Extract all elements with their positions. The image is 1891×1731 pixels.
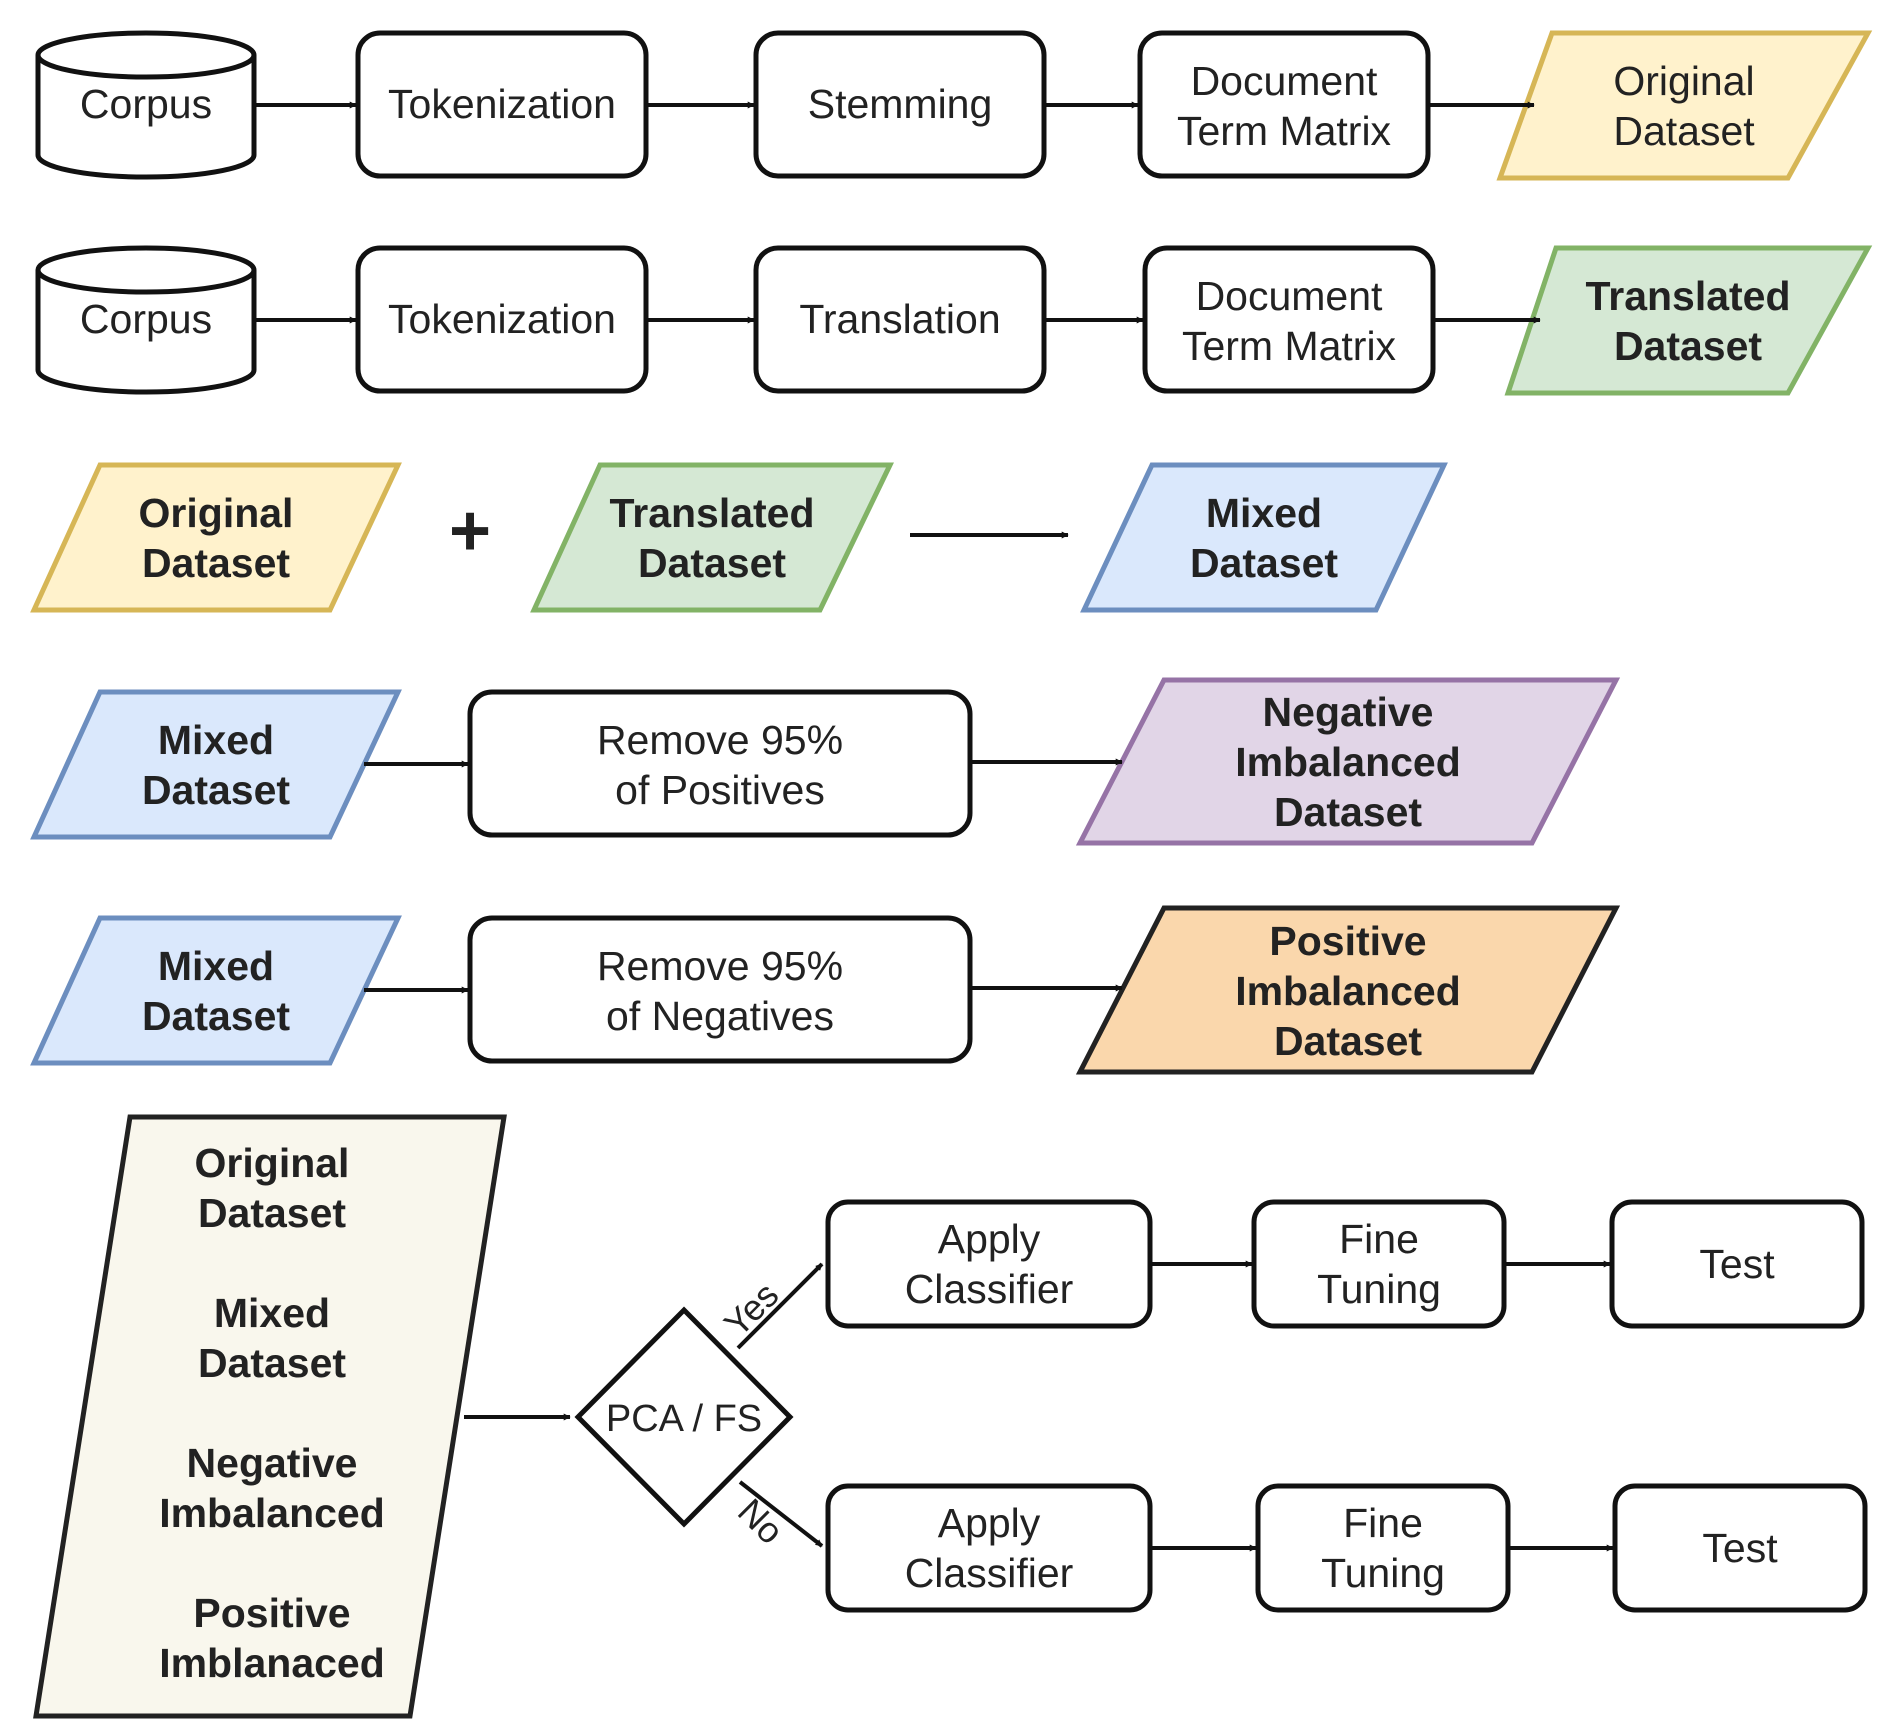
row5-process-box xyxy=(467,915,973,1064)
row1-dtm-line2: Term Matrix xyxy=(1177,108,1392,154)
row4-process-line1: Remove 95% xyxy=(597,717,843,763)
row2-dtm-line1: Document xyxy=(1196,273,1383,319)
row6-no-tuning-line1: Fine xyxy=(1343,1500,1423,1546)
row6-dataset4-line1: Positive xyxy=(193,1590,350,1636)
row3-translated-dataset-shape xyxy=(530,462,894,613)
row6-no-test-box xyxy=(1612,1483,1868,1613)
row5-positive-imbalanced-shape xyxy=(1075,905,1621,1075)
row2-output-line2: Dataset xyxy=(1614,323,1762,369)
row3-output-line1: Mixed xyxy=(1206,490,1322,536)
row5-process-line2: of Negatives xyxy=(606,993,834,1039)
row4-negative-imbalanced-shape xyxy=(1075,677,1621,846)
row6-no-classifier-line1: Apply xyxy=(938,1500,1041,1546)
row2-translated-dataset-shape xyxy=(1504,245,1873,396)
row1-original-dataset-shape xyxy=(1496,30,1873,181)
row6-decision-label: PCA / FS xyxy=(606,1398,762,1440)
row2-output-line1: Translated xyxy=(1585,273,1790,319)
row3-input-b-line2: Dataset xyxy=(638,540,786,586)
row2-dtm-line2: Term Matrix xyxy=(1182,323,1397,369)
row1-corpus-label: Corpus xyxy=(80,81,212,127)
row6-no-classifier-line2: Classifier xyxy=(905,1550,1074,1596)
row6-yes-test-box xyxy=(1609,1199,1865,1329)
row4-input-line2: Dataset xyxy=(142,767,290,813)
row6-no-edge xyxy=(738,1480,824,1548)
row6-dataset1-line2: Dataset xyxy=(198,1190,346,1236)
row1-tokenization-label: Tokenization xyxy=(388,81,616,127)
row6-dataset2-line2: Dataset xyxy=(198,1340,346,1386)
row2-corpus: Corpus xyxy=(35,245,257,395)
row6-dataset3-line2: Imbalanced xyxy=(159,1490,385,1536)
row4-mixed-dataset-shape xyxy=(30,689,402,840)
row2-dtm-box xyxy=(1142,245,1436,394)
row4-process-box xyxy=(467,689,973,838)
row1-stemming-label: Stemming xyxy=(808,81,993,127)
row6-dataset1-line1: Original xyxy=(195,1140,350,1186)
row2-translation-label: Translation xyxy=(799,296,1000,342)
row4-output-line3: Dataset xyxy=(1274,789,1422,835)
row6-yes-classifier-line1: Apply xyxy=(938,1216,1041,1262)
row3-plus-sign: + xyxy=(449,491,491,571)
row2-tokenization-label: Tokenization xyxy=(388,296,616,342)
row1-output-line2: Dataset xyxy=(1613,108,1755,154)
row6-yes-tuning-line1: Fine xyxy=(1339,1216,1419,1262)
row3-input-a-line1: Original xyxy=(139,490,294,536)
row6-yes-edge xyxy=(736,1262,824,1350)
row4-input-line1: Mixed xyxy=(158,717,274,763)
row3-mixed-dataset-shape xyxy=(1080,462,1448,613)
row6-dataset3-line1: Negative xyxy=(187,1440,358,1486)
row5-output-line1: Positive xyxy=(1269,918,1426,964)
row5-input-line2: Dataset xyxy=(142,993,290,1039)
row1-dtm-line1: Document xyxy=(1191,58,1378,104)
row6-yes-tuning-line2: Tuning xyxy=(1317,1266,1441,1312)
row1-output-line1: Original xyxy=(1613,58,1754,104)
row4-output-line2: Imbalanced xyxy=(1235,739,1461,785)
row3-output-line2: Dataset xyxy=(1190,540,1338,586)
row4-process-line2: of Positives xyxy=(615,767,825,813)
row4-output-line1: Negative xyxy=(1263,689,1434,735)
row2-corpus-label: Corpus xyxy=(80,296,212,342)
row3-input-a-line2: Dataset xyxy=(142,540,290,586)
row5-mixed-dataset-shape xyxy=(30,915,402,1066)
row6-yes-label: Yes xyxy=(716,1274,787,1345)
row6-no-tuning-line2: Tuning xyxy=(1321,1550,1445,1596)
row3-original-dataset-shape xyxy=(30,462,402,613)
row6-decision-diamond xyxy=(574,1306,794,1528)
row3-input-b-line1: Translated xyxy=(609,490,814,536)
row6-yes-classifier-line2: Classifier xyxy=(905,1266,1074,1312)
row1-corpus: Corpus xyxy=(35,30,257,180)
row5-output-line2: Imbalanced xyxy=(1235,968,1461,1014)
row6-dataset2-line1: Mixed xyxy=(214,1290,330,1336)
row5-process-line1: Remove 95% xyxy=(597,943,843,989)
row5-output-line3: Dataset xyxy=(1274,1018,1422,1064)
row1-dtm-box xyxy=(1137,30,1431,179)
row5-input-line1: Mixed xyxy=(158,943,274,989)
row6-dataset4-line2: Imblanaced xyxy=(159,1640,385,1686)
row6-yes-test-label: Test xyxy=(1699,1241,1775,1287)
row6-combined-datasets-shape xyxy=(33,1114,507,1719)
row6-no-test-label: Test xyxy=(1702,1525,1778,1571)
row6-no-label: No xyxy=(730,1490,792,1552)
